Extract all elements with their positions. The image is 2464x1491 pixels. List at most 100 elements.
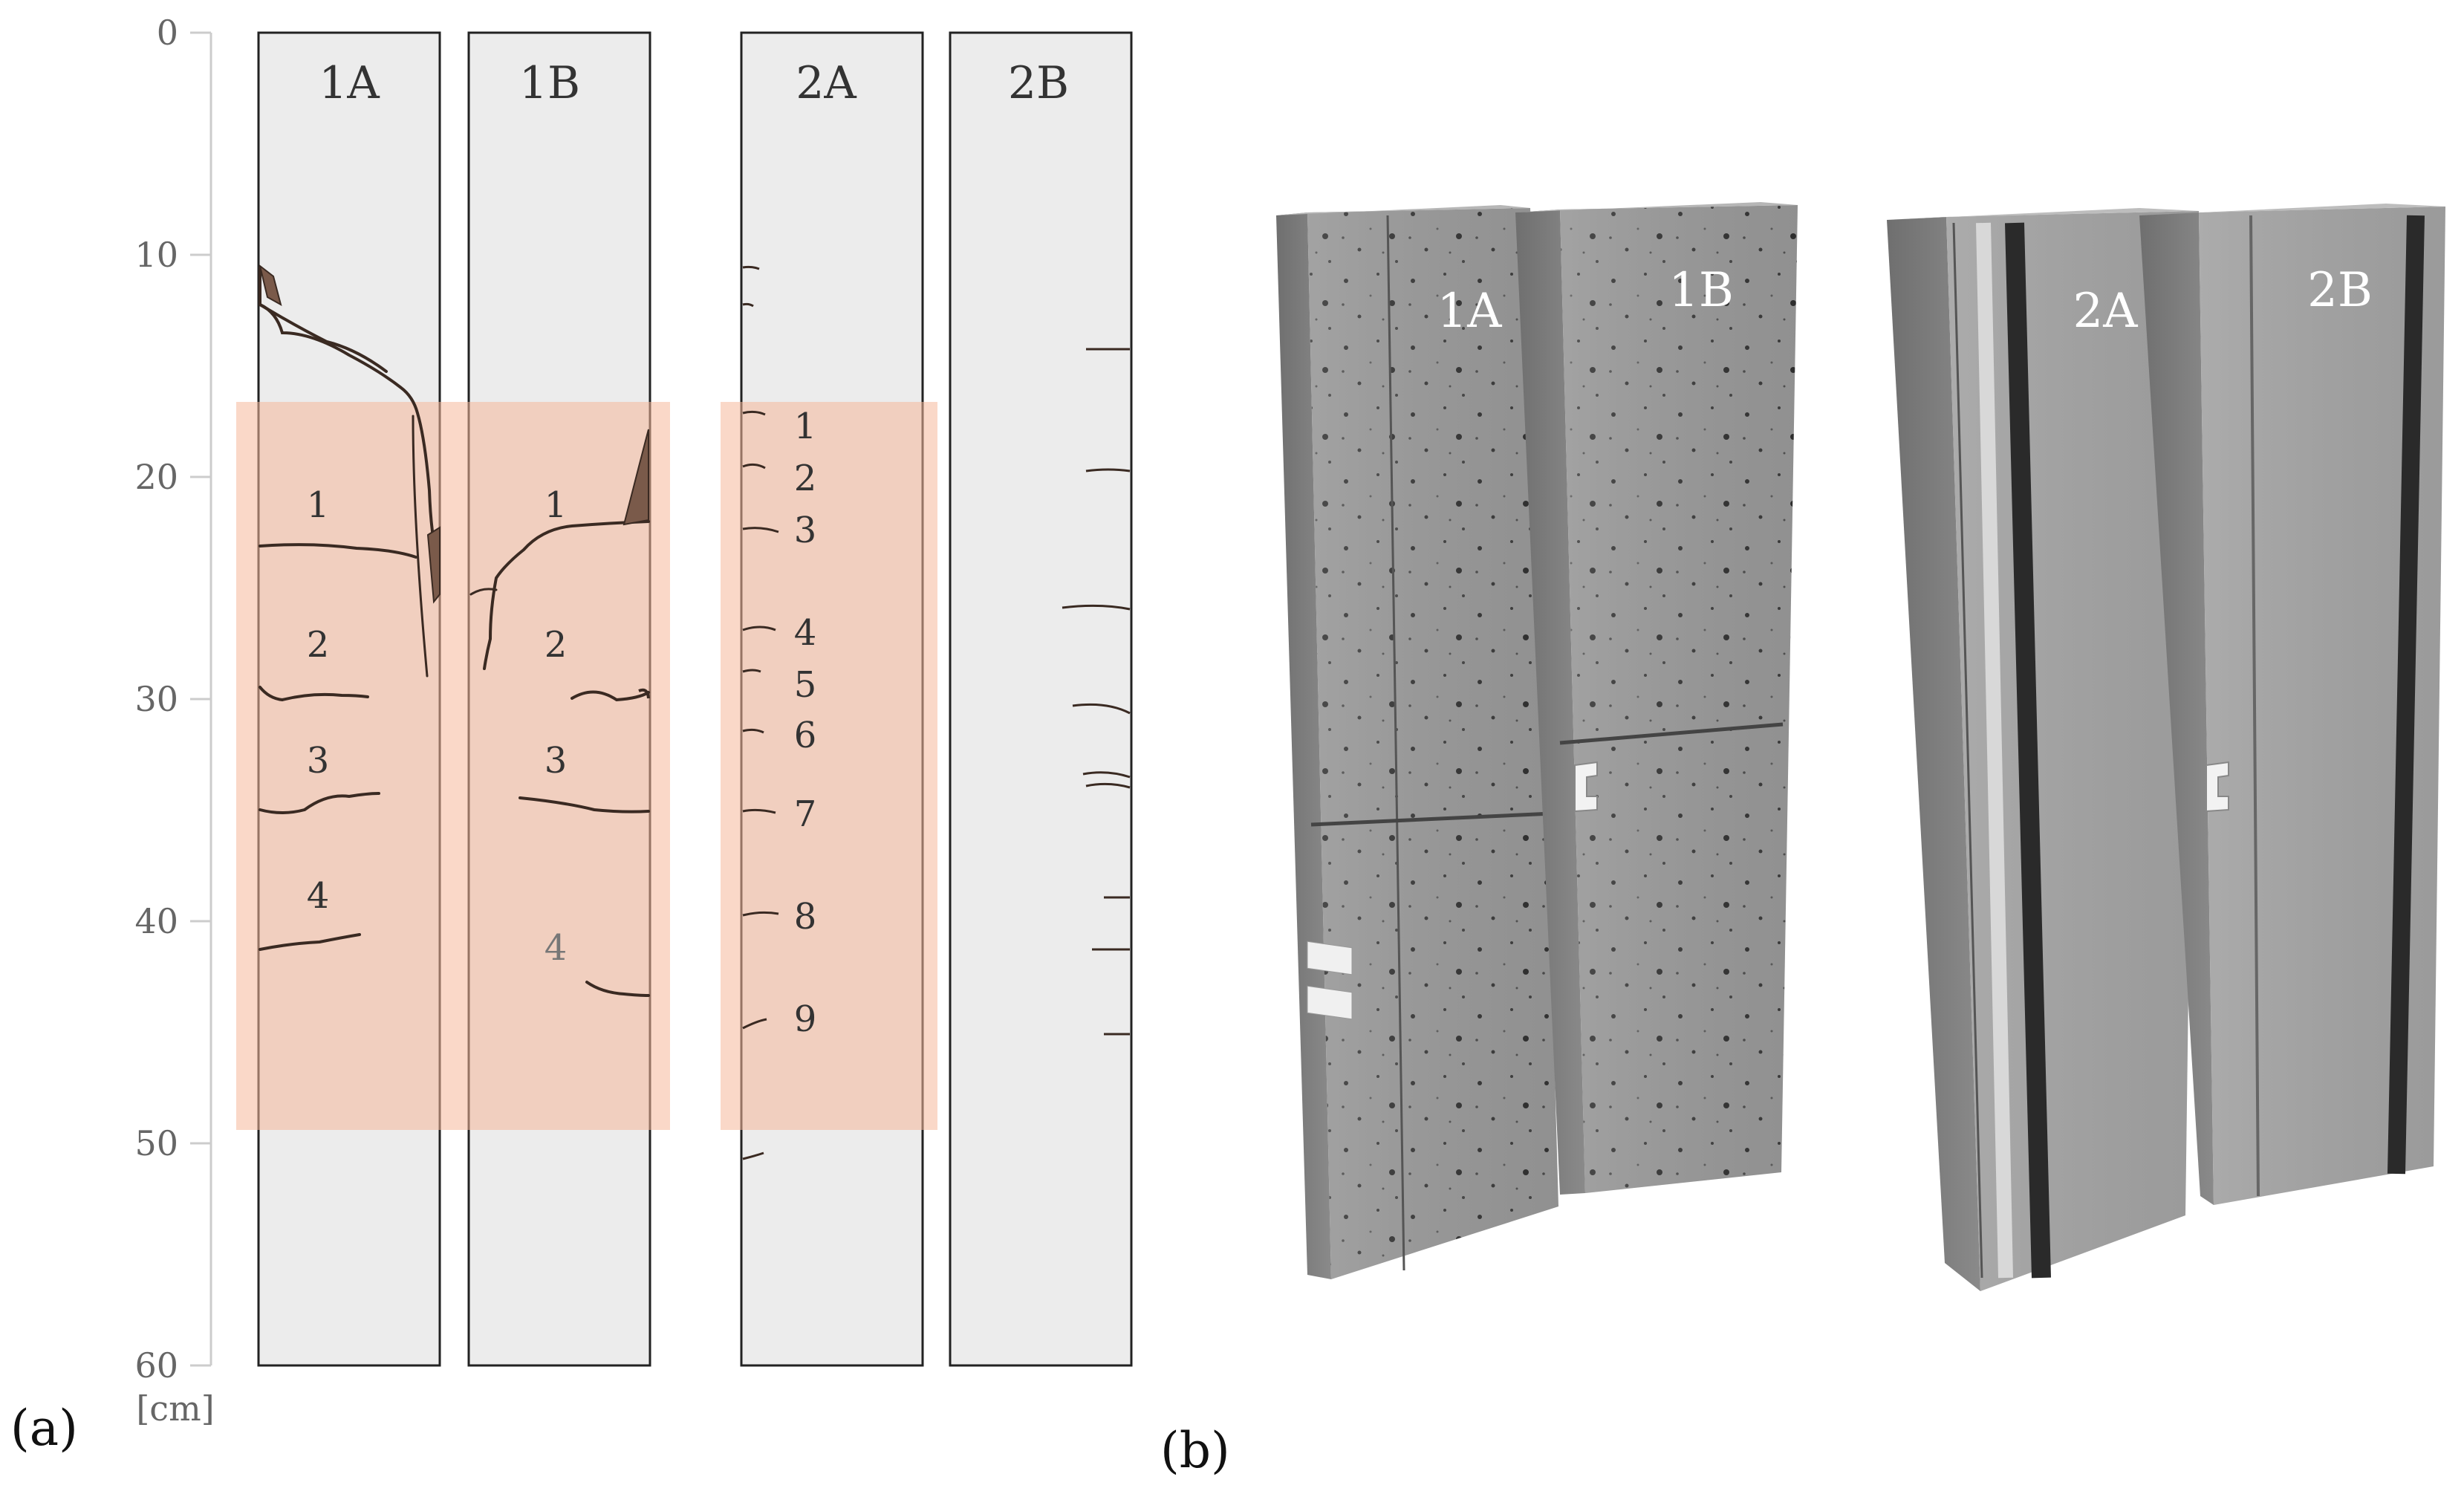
spall-1A-mid [426,526,441,604]
crack-label-2A-2: 2 [794,458,817,499]
crack-label-2A-7: 7 [794,793,817,835]
panel-a-letter: (a) [10,1400,78,1457]
specimen-label-1B: 1B [519,57,580,109]
axis-tick-label: 0 [157,13,178,53]
photo-specimen-1A [1276,205,1558,1279]
axis-tick-label: 50 [134,1123,178,1163]
cracks-2A [742,265,779,1160]
axis-tick-label: 60 [134,1345,178,1386]
cracks-2B [1062,348,1131,1036]
block-2A-strip-left [1976,222,2013,1279]
crack-1B-long [483,520,650,670]
crack-2A-3 [742,527,779,533]
crack-label-1B-3: 3 [545,740,568,782]
block-2B-side [2139,212,2214,1205]
specimen-2B-strip [949,31,1133,1367]
crack-label-2A-1: 1 [794,406,817,447]
cracks-1B [469,520,650,997]
crack-2A-8 [742,911,779,917]
photo-label-1A: 1A [1437,284,1503,339]
crack-1A-main [259,266,440,566]
block-2B-inner-line [2249,215,2260,1197]
crack-label-2A-8: 8 [794,896,817,938]
crack-label-1A-4: 4 [307,875,330,917]
crack-1A-branch [259,303,388,373]
block-2A-shade [1946,211,2199,1291]
crack-1A-4 [259,933,361,951]
crack-1B-3 [519,796,650,813]
crack-2B-e [1082,771,1131,779]
crack-2A-7 [742,808,776,814]
block-1A-seam [1386,215,1405,1271]
block-1B-side [1515,209,1585,1195]
photo-specimen-1B [1515,202,1798,1195]
crack-1B-4 [585,981,650,997]
panel-b-specimen-photo: 1A 1B 2A 2B (b) [1160,202,2445,1479]
crack-2B-c [1062,604,1131,611]
photo-specimen-2A [1887,208,2199,1291]
crack-2A-2 [742,463,766,470]
crack-2A-9 [742,1018,767,1030]
block-1B-top [1515,202,1798,212]
crack-1A-2 [259,686,369,702]
block-2A-side [1887,217,1980,1291]
crack-label-2A-3: 3 [794,510,817,551]
specimen-label-2B: 2B [1008,57,1069,109]
block-2B-shade [2199,207,2445,1205]
crack-1A-vertical [412,415,429,678]
connector-1B [1574,761,1598,813]
spall-1A-top [259,264,282,307]
axis-tick-label: 40 [134,901,178,941]
panel-b-letter: (b) [1160,1422,1230,1479]
crack-1B-left [469,588,498,596]
crack-label-2A-5: 5 [794,664,817,706]
axis-unit: [cm] [136,1388,214,1429]
crack-2A-a [742,265,760,270]
crack-1A-1 [259,543,417,559]
block-2A-edge [1952,222,1983,1279]
photo-specimen-2B [2139,204,2445,1205]
crack-2B-d [1072,703,1131,715]
cracks-1A [259,266,440,951]
crack-2A-6 [742,728,764,734]
block-1B-joint [1559,722,1784,745]
crack-2A-1 [742,410,766,416]
connector-2B [2205,761,2229,813]
crack-label-1A-1: 1 [307,484,330,526]
axis-tick-label: 20 [134,457,178,497]
specimen-label-2A: 2A [796,57,856,109]
crack-label-1B-1: 1 [545,484,568,526]
sensor-clip-1A-b [1307,985,1353,1020]
block-1B-shade [1560,205,1798,1193]
spall-1B [622,429,649,526]
axis-tick-label: 30 [134,679,178,719]
photo-label-1B: 1B [1668,263,1734,318]
crack-label-2A-4: 4 [794,612,817,654]
crack-2A-c [742,1151,764,1160]
crack-2A-4 [742,626,776,631]
crack-2A-b [742,302,754,308]
block-2A-top [1887,208,2199,220]
crack-1B-2 [571,690,650,702]
block-1A-top [1276,205,1530,215]
crack-2B-f [1085,782,1131,789]
crack-1A-3 [259,792,380,814]
depth-axis: 0 10 20 30 40 50 60 [cm] [134,13,214,1429]
block-2B-top [2139,204,2445,215]
block-2A-groove-left [2005,222,2051,1279]
block-1A-shade [1307,208,1558,1279]
specimen-label-1A: 1A [319,57,380,109]
crack-2A-5 [742,669,761,673]
crack-label-2A-6: 6 [794,715,817,756]
crack-label-1B-2: 2 [545,624,568,666]
highlight-zone-2 [721,402,937,1130]
axis-tick-label: 10 [134,235,178,275]
crack-2B-b [1085,468,1131,472]
block-1A-joint [1310,811,1553,827]
crack-label-1B-4: 4 [545,927,568,969]
sensor-clip-1A-a [1307,941,1353,975]
block-2B-groove-right [2387,215,2425,1175]
photo-label-2A: 2A [2073,284,2139,339]
panel-a-crack-map: 0 10 20 30 40 50 60 [cm] 1A 1B 2A 2B [10,13,1133,1457]
